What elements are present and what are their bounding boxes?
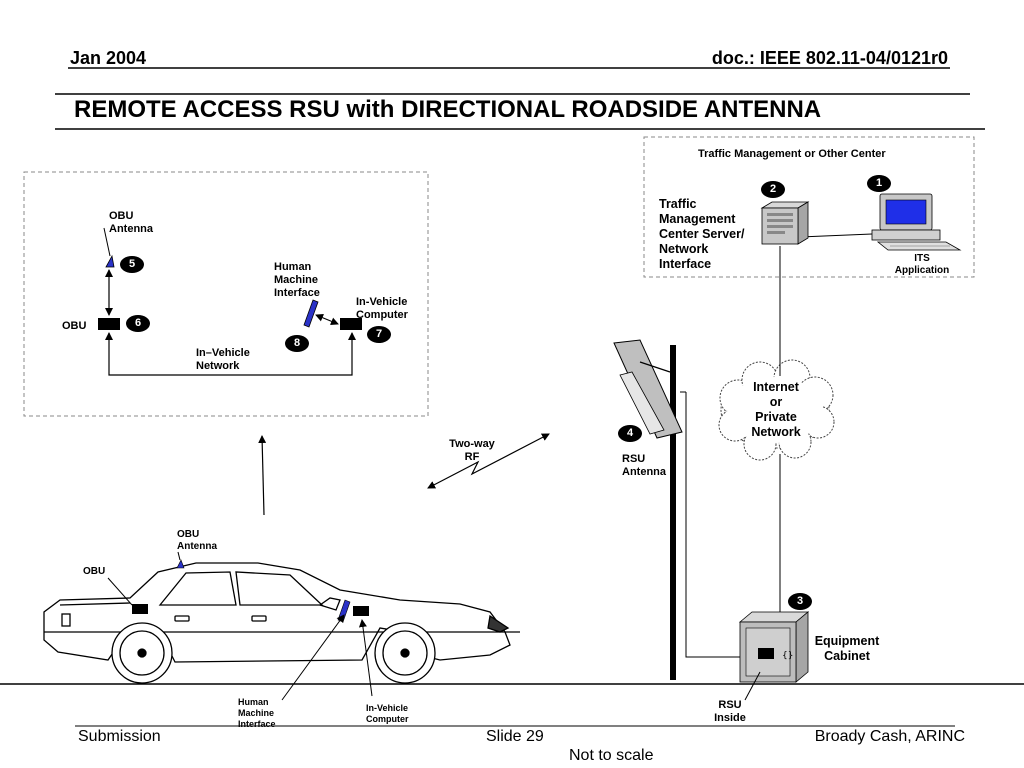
computer-box-icon [340,318,362,330]
hmi-icon [303,299,319,328]
footer-submission: Submission [78,728,161,745]
slide-title: REMOTE ACCESS RSU with DIRECTIONAL ROADS… [74,96,822,123]
traffic-center-title: Traffic Management or Other Center [698,148,886,160]
car-antenna-icon [176,559,185,569]
obu-box-icon [98,318,120,330]
badge-server: 2 [761,181,785,198]
car-illustration [43,562,520,684]
footer-author: Broady Cash, ARINC [814,728,965,745]
rsu-antenna-label: RSU Antenna [622,453,666,478]
rf-link [427,433,550,489]
badge-hmi: 8 [285,335,309,352]
footer-slide-number: Slide 29 [486,728,544,745]
network-arrow-computer [348,332,356,340]
car-obu-label: OBU [83,566,106,577]
car-hmi-arrow [281,614,345,701]
its-workstation-icon [871,193,962,251]
hmi-label: Human Machine Interface [274,261,320,299]
badge-obu: 6 [126,315,150,332]
antenna-cable [685,392,740,658]
in-vehicle-box [23,171,429,417]
car-computer-label: In-Vehicle Computer [366,703,409,724]
car-obu-leader [107,577,133,606]
obu-antenna-label: OBU Antenna [109,210,153,235]
rsu-pole [670,345,676,680]
in-vehicle-network-label: In–Vehicle Network [196,347,250,372]
hmi-computer-link [315,313,339,326]
rf-label: Two-way RF [449,438,495,463]
footer-scale-note: Not to scale [569,747,654,764]
rsu-inside-leader [744,671,761,701]
header-date: Jan 2004 [70,48,147,68]
internet-label: Internet or Private Network [751,380,801,439]
car-to-detail-arrow [258,435,267,516]
in-vehicle-network-line [108,333,353,376]
header-doc-id: doc.: IEEE 802.11-04/0121r0 [711,48,948,68]
cabinet-label: Equipment Cabinet [814,634,880,663]
svg-text:{}: {} [782,651,793,661]
car-antenna-label: OBU Antenna [177,529,217,552]
obu-antenna-leader [103,227,111,257]
badge-cabinet: 3 [788,593,812,610]
car-hmi-label: Human Machine Interface [238,697,276,729]
obu-label: OBU [62,320,87,332]
car-computer-icon [353,606,369,616]
server-label: Traffic Management Center Server/ Networ… [659,197,745,271]
its-label: ITS Application [894,253,950,276]
badge-rsu-antenna: 4 [618,425,642,442]
car-computer-arrow [358,619,373,697]
traffic-center-box [643,136,975,278]
badge-computer: 7 [367,326,391,343]
badge-its: 1 [867,175,891,192]
computer-label: In-Vehicle Computer [356,296,408,321]
obu-antenna-icon [105,254,115,268]
car-obu-icon [132,604,148,614]
server-tower-icon [760,201,810,245]
rsu-inside-label: RSU Inside [714,699,746,724]
badge-antenna: 5 [120,256,144,273]
network-arrow-obu [105,332,113,340]
equipment-cabinet-icon: {} [738,611,810,683]
server-its-line [799,233,873,238]
